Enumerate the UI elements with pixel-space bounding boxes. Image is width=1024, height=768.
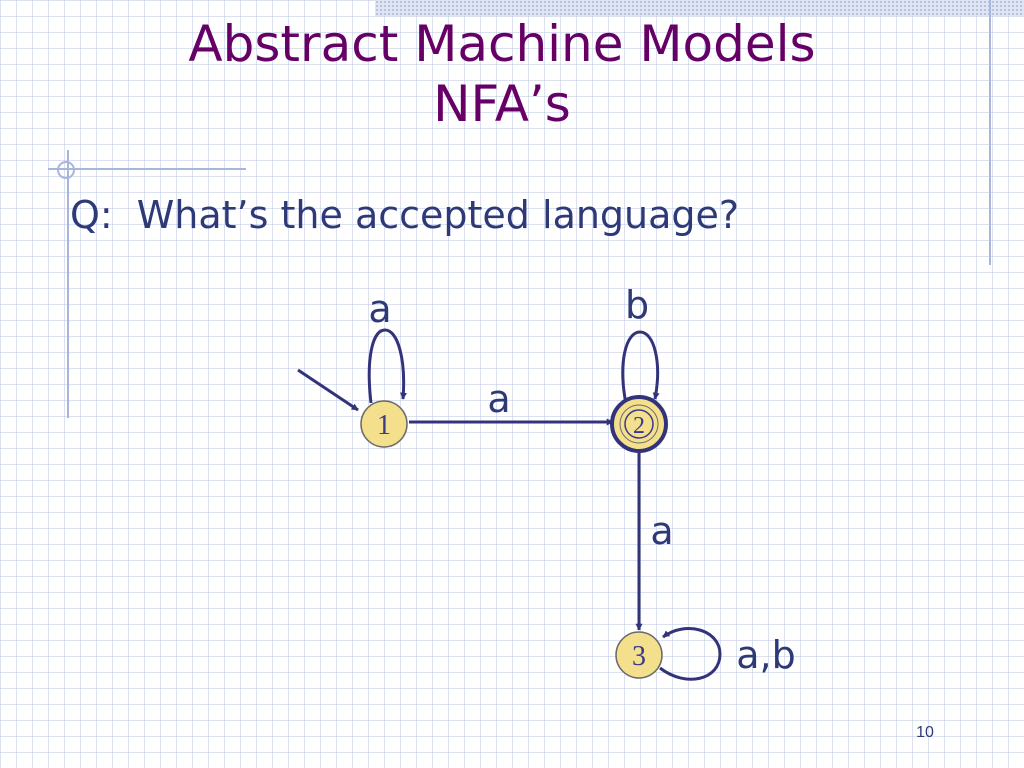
state-1: 1 xyxy=(360,400,408,448)
state-2-inner-ring xyxy=(624,409,654,439)
question-prefix: Q: xyxy=(70,193,113,237)
edge-2-to-2 xyxy=(621,330,660,405)
edge-label-1-to-1: a xyxy=(368,287,391,331)
edge-label-1-to-2: a xyxy=(487,377,510,421)
decorative-top-band xyxy=(375,0,1024,16)
edge-label-3-to-3: a,b xyxy=(736,633,796,677)
edge-label-2-to-2: b xyxy=(625,283,649,327)
decorative-left-horizontal-line xyxy=(48,168,246,170)
slide-title-line-1: Abstract Machine Models xyxy=(188,15,816,73)
question-text: Q: What’s the accepted language? xyxy=(70,190,739,240)
decorative-right-vertical-line xyxy=(989,0,991,265)
slide-title-line-2: NFA’s xyxy=(433,75,571,133)
state-2: 2 xyxy=(610,395,668,453)
edge-label-2-to-3: a xyxy=(650,509,673,553)
decorative-left-vertical-line xyxy=(67,150,69,418)
state-3: 3 xyxy=(615,631,663,679)
edge-1-to-1 xyxy=(367,328,407,404)
state-3-circle xyxy=(615,631,663,679)
slide-title: Abstract Machine Models NFA’s xyxy=(0,14,1004,134)
state-1-label: 1 xyxy=(377,410,391,441)
state-1-circle xyxy=(360,400,408,448)
question-body: What’s the accepted language? xyxy=(136,193,740,237)
edge-3-to-3 xyxy=(659,627,722,681)
slide-number: 10 xyxy=(916,724,934,741)
decorative-corner-circle xyxy=(57,161,75,179)
state-2-label: 2 xyxy=(633,413,645,439)
state-3-label: 3 xyxy=(632,641,646,672)
start-arrow xyxy=(297,368,359,412)
